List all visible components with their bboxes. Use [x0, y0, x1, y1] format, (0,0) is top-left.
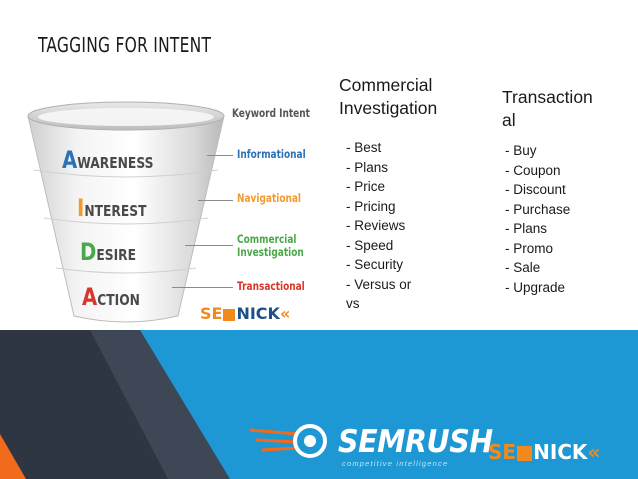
keyword-item: - Speed [346, 237, 394, 253]
commercial-heading: Commercial Investigation [339, 74, 437, 120]
stage-initial: A [82, 283, 98, 311]
logo-chevron-icon: « [587, 440, 601, 464]
leader-line [198, 200, 233, 201]
intent-navigational: Navigational [237, 191, 301, 205]
keyword-item: - Purchase [505, 201, 571, 217]
keyword-item: - Buy [505, 143, 537, 158]
logo-text-se: SE [488, 440, 517, 464]
logo-text-se: SE [200, 304, 223, 323]
keyword-item: - Promo [505, 240, 554, 256]
intent-commercial: Commercial Investigation [237, 233, 304, 259]
intent-line: Commercial [237, 232, 297, 246]
stage-initial: A [62, 146, 78, 174]
keyword-item: - Coupon [505, 162, 561, 178]
bottom-band-orange [0, 434, 26, 479]
intent-informational: Informational [237, 147, 306, 161]
logo-box-icon [223, 308, 236, 321]
semrush-tagline: competitive intelligence [342, 459, 449, 468]
keyword-item: - Plans [346, 159, 389, 175]
stage-rest: WARENESS [77, 154, 154, 172]
stage-rest: CTION [97, 291, 140, 309]
seo-nick-logo-small: SE NICK« [200, 304, 290, 323]
stage-action: ACTION [82, 283, 140, 311]
semrush-rocket-icon [249, 424, 327, 458]
logo-text-nick: NICK [533, 440, 588, 464]
commercial-keyword-list: - Best - Plans - Price - Pricing - Revie… [346, 138, 411, 314]
heading-line: Transaction [502, 87, 593, 107]
logo-chevron-icon: « [279, 304, 291, 323]
bottom-band-dark [0, 330, 168, 479]
stage-desire: DESIRE [80, 238, 136, 266]
keyword-item: vs [346, 296, 360, 311]
stage-rest: NTEREST [84, 202, 147, 220]
leader-line [185, 245, 233, 246]
logo-text-nick: NICK [236, 304, 280, 323]
stage-initial: I [77, 194, 85, 222]
slide-title: TAGGING FOR INTENT [38, 33, 212, 57]
keyword-item: - Security [346, 257, 404, 272]
keyword-item: - Sale [505, 260, 541, 275]
logo-box-icon [517, 446, 533, 461]
intent-line: Investigation [237, 245, 304, 259]
heading-line: al [502, 110, 516, 130]
transactional-heading: Transaction al [502, 86, 593, 132]
seo-nick-logo-large: SE NICK« [488, 440, 600, 464]
keyword-item: - Reviews [346, 218, 406, 233]
stage-awareness: AWARENESS [62, 146, 154, 174]
keyword-item: - Discount [505, 182, 566, 197]
semrush-logo-text: SEMRUSH [338, 424, 493, 460]
keyword-item: - Price [346, 179, 386, 194]
heading-line: Investigation [339, 98, 438, 118]
stage-interest: INTEREST [77, 194, 147, 222]
stage-initial: D [80, 238, 97, 266]
funnel-graphic [27, 101, 225, 323]
keyword-intent-header: Keyword Intent [232, 106, 310, 120]
intent-transactional: Transactional [237, 279, 305, 293]
stage-rest: ESIRE [96, 246, 137, 264]
transactional-keyword-list: - Buy - Coupon - Discount - Purchase - P… [505, 141, 570, 297]
keyword-item: - Upgrade [505, 279, 566, 295]
heading-line: Commercial [339, 75, 433, 95]
keyword-item: - Best [346, 140, 382, 155]
leader-line [207, 155, 233, 156]
keyword-item: - Plans [505, 221, 548, 236]
keyword-item: - Versus or [346, 276, 412, 292]
keyword-item: - Pricing [346, 198, 396, 214]
leader-line [172, 287, 233, 288]
